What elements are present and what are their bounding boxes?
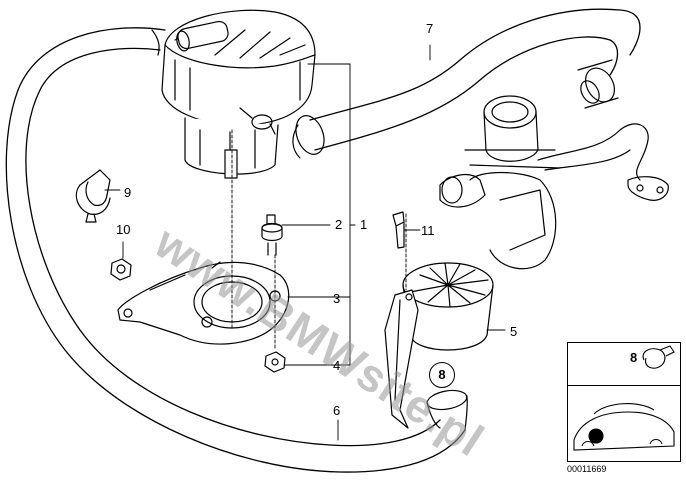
- rubber-mount-2: [261, 214, 283, 256]
- air-pump: [161, 9, 316, 179]
- check-valve-assembly: [439, 95, 669, 270]
- clip-11: [392, 211, 405, 249]
- label-4: 4: [333, 358, 341, 373]
- inset-car-wheels: [581, 438, 663, 447]
- label-10: 10: [116, 222, 131, 237]
- label-3: 3: [333, 291, 341, 306]
- nut-4: [264, 351, 286, 373]
- label-6: 6: [333, 403, 341, 418]
- label-7: 7: [426, 21, 434, 36]
- label-2: 2: [335, 217, 343, 232]
- label-1: 1: [360, 217, 368, 232]
- doc-number: 00011669: [567, 464, 607, 474]
- inset-top-cell: [568, 343, 680, 386]
- hose-6: [5, 27, 468, 473]
- inset-car-roof: [593, 403, 655, 415]
- inset-clamp-icon: [642, 348, 666, 369]
- hose-7: [292, 8, 641, 159]
- inset-car-body: [573, 411, 675, 451]
- filter-5: [384, 262, 494, 429]
- label-8-circled: 8: [429, 362, 455, 388]
- hose-clamp-9: [75, 169, 111, 223]
- label-11: 11: [421, 223, 435, 238]
- inset-label-8: 8: [630, 350, 638, 365]
- label-9: 9: [124, 185, 132, 200]
- inset-clamp-tab: [659, 345, 675, 357]
- inset-location-dot: [588, 428, 604, 444]
- nut-10: [110, 258, 132, 281]
- label-5: 5: [510, 324, 518, 339]
- leader-lines: [104, 44, 506, 441]
